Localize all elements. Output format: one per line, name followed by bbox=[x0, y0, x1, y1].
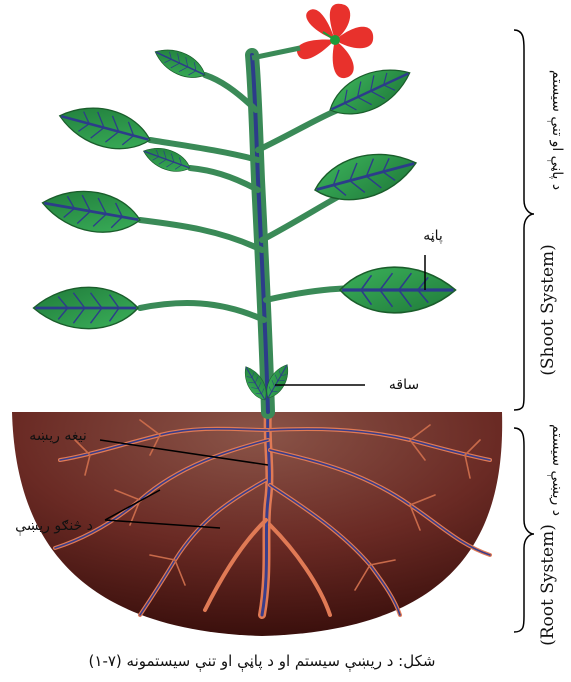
flower bbox=[297, 4, 373, 78]
stem-label: ساقه bbox=[389, 377, 419, 393]
root-system-pashto-label: د ریښې سیستم bbox=[547, 424, 565, 516]
figure-caption: (۱-۷) شکل: د ریښې سیستم او د پاڼې او تنې… bbox=[89, 652, 436, 672]
root-brace bbox=[514, 428, 534, 632]
shoot-system-pashto-label: د پاڼې او تنې سیستم bbox=[547, 70, 565, 190]
shoot-system-english-label: (Shoot System) bbox=[538, 244, 558, 376]
leaf bbox=[151, 42, 210, 85]
leaf bbox=[39, 184, 143, 240]
root-system-english-label: (Root System) bbox=[538, 524, 558, 646]
leaf-label: پاڼه bbox=[423, 228, 443, 244]
primary-root-label: نیغه ریښه bbox=[29, 428, 86, 444]
shoot-brace bbox=[514, 30, 534, 410]
secondary-root-label: د څنګو ریښې bbox=[15, 518, 93, 536]
leaf bbox=[55, 98, 155, 158]
leaf bbox=[33, 287, 138, 328]
leaf bbox=[310, 143, 422, 210]
leaf bbox=[340, 267, 456, 313]
